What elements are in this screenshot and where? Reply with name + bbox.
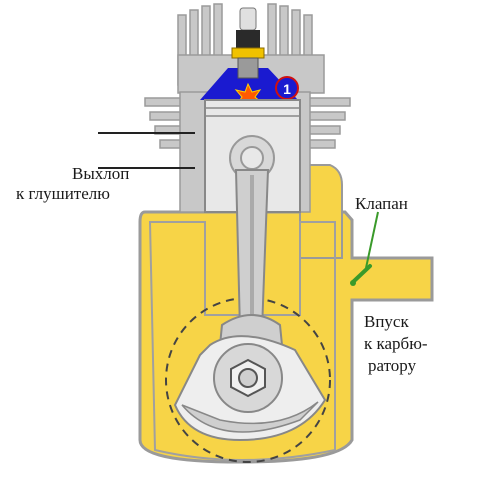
combustion-chamber: [200, 68, 298, 100]
label-exhaust-line2: к глушителю: [16, 184, 110, 203]
label-intake-line2: к карбю-: [364, 334, 428, 353]
label-exhaust-line1: Выхлоп: [72, 164, 130, 183]
marker-1: 1: [275, 76, 299, 100]
valve-pointer: [365, 211, 379, 269]
spark-plug: [231, 7, 265, 79]
exhaust-port: [98, 132, 195, 169]
marker-1-text: 1: [283, 81, 291, 97]
crankshaft: [173, 335, 327, 442]
crankcase-inner-wall: [148, 221, 336, 461]
label-intake-line1: Впуск: [364, 312, 409, 331]
label-valve: Клапан: [355, 194, 408, 213]
intake-valve: [350, 264, 372, 286]
label-intake-line3: ратору: [368, 356, 417, 375]
